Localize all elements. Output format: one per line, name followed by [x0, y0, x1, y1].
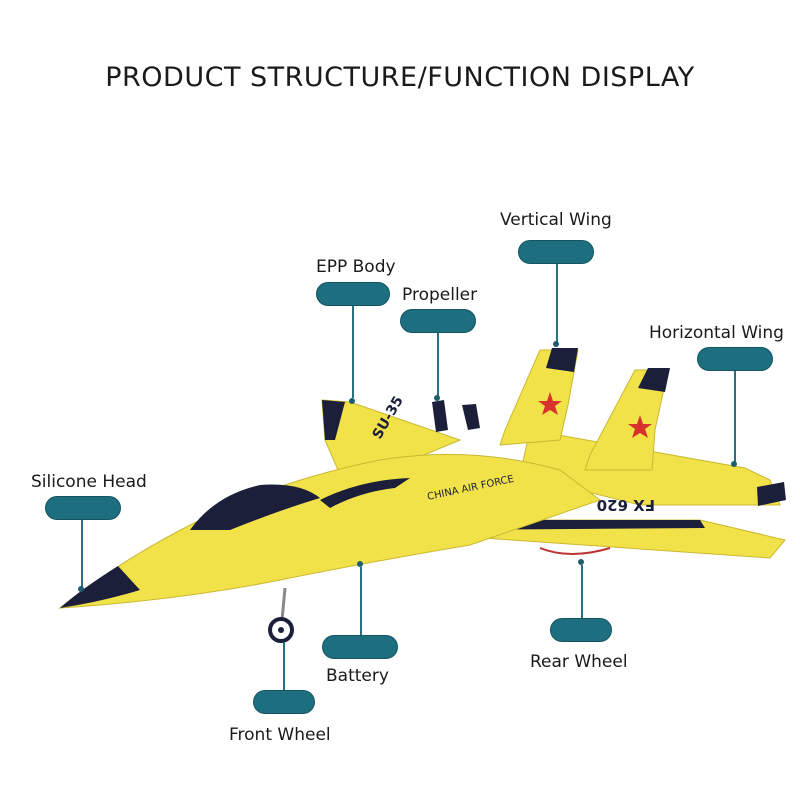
red-star-rear: [538, 392, 562, 415]
label-silicone-head: Silicone Head: [31, 472, 147, 492]
label-propeller: Propeller: [402, 285, 478, 305]
leader-propeller: [437, 333, 439, 397]
leader-battery: [360, 567, 362, 635]
leader-silicone-head: [81, 520, 83, 588]
label-epp-body: EPP Body: [316, 257, 396, 277]
wing-marking: FX 620: [597, 496, 655, 514]
vertical-wing-rear: [499, 349, 579, 446]
pill-front-wheel: [253, 690, 315, 714]
propeller-blade: [432, 400, 448, 432]
pill-vertical-wing: [518, 240, 594, 264]
canopy: [190, 484, 320, 530]
front-gear-strut: [280, 587, 287, 621]
wing-leading-edge: [322, 400, 345, 440]
horizontal-wing-tip: [757, 482, 786, 506]
dot-battery: [357, 561, 363, 567]
label-battery: Battery: [326, 666, 389, 686]
fuselage: [58, 453, 602, 609]
leader-rear-wheel: [581, 565, 583, 618]
page-title: PRODUCT STRUCTURE/FUNCTION DISPLAY: [105, 62, 695, 93]
vertical-wing-front-tip: [638, 368, 670, 392]
dot-epp-body: [349, 398, 355, 404]
dot-vertical-wing: [553, 341, 559, 347]
front-wheel-shape: [268, 617, 294, 643]
propeller-blade-2: [462, 404, 480, 430]
red-star-front: [628, 415, 652, 438]
intake-stripe: [320, 478, 410, 508]
dot-propeller: [434, 395, 440, 401]
dot-rear-wheel: [578, 559, 584, 565]
leader-front-wheel: [283, 642, 285, 690]
pill-propeller: [400, 309, 476, 333]
pill-silicone-head: [45, 496, 121, 520]
label-rear-wheel: Rear Wheel: [530, 652, 628, 672]
vertical-wing-rear-tip: [546, 348, 578, 372]
dot-silicone-head: [78, 586, 84, 592]
dot-horizontal-wing: [731, 461, 737, 467]
label-front-wheel: Front Wheel: [229, 725, 331, 745]
leader-vertical-wing: [556, 264, 558, 344]
pill-battery: [322, 635, 398, 659]
silicone-nose-cone: [60, 566, 140, 608]
leader-epp-body: [352, 306, 354, 398]
leader-horizontal-wing: [734, 371, 736, 463]
pill-epp-body: [316, 282, 390, 306]
wire: [539, 547, 611, 555]
pill-rear-wheel: [550, 618, 612, 642]
label-horizontal-wing: Horizontal Wing: [649, 323, 784, 343]
pill-horizontal-wing: [697, 347, 773, 371]
label-vertical-wing: Vertical Wing: [500, 210, 612, 230]
front-wheel-hub: [278, 627, 284, 633]
